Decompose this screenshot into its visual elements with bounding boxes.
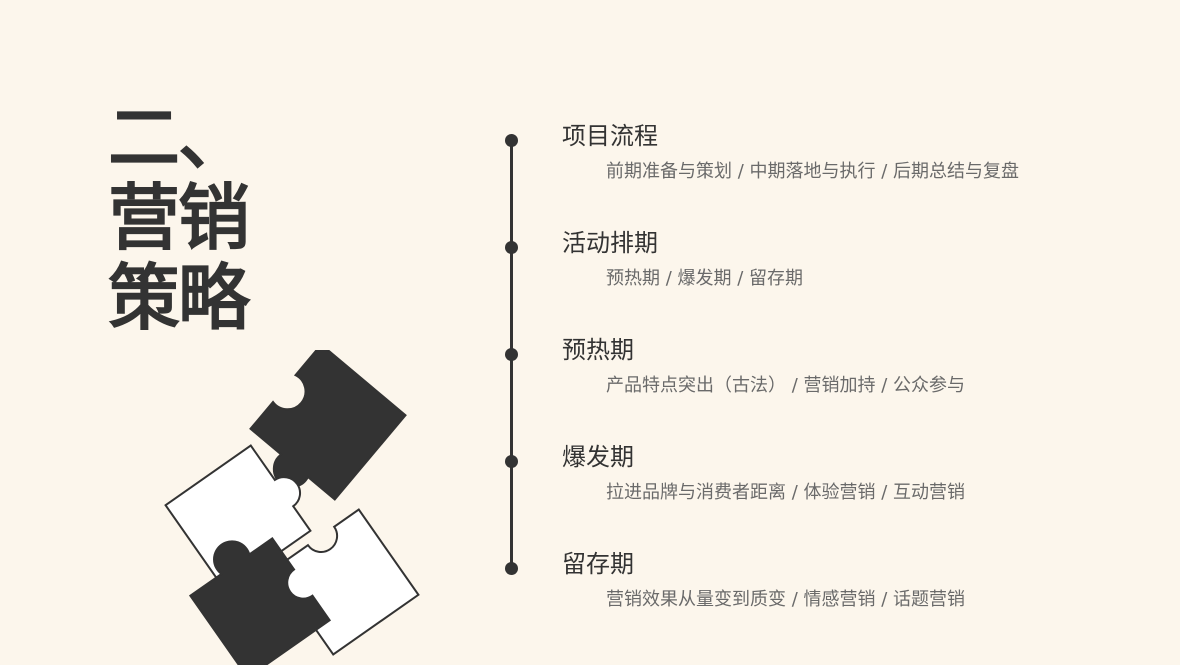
item-desc-warmup: 产品特点突出（古法） / 营销加持 / 公众参与 (606, 375, 966, 396)
timeline-dot-1 (505, 134, 518, 147)
item-title-schedule: 活动排期 (562, 229, 658, 257)
item-title-warmup: 预热期 (562, 336, 634, 364)
item-desc-burst: 拉进品牌与消费者距离 / 体验营销 / 互动营销 (606, 482, 966, 503)
timeline-dot-2 (505, 241, 518, 254)
puzzle-icon (164, 350, 420, 665)
section-heading: 二、 营销 策略 (108, 96, 250, 340)
timeline-dot-4 (505, 455, 518, 468)
item-title-project-flow: 项目流程 (562, 122, 658, 150)
item-title-burst: 爆发期 (562, 443, 634, 471)
item-desc-project-flow: 前期准备与策划 / 中期落地与执行 / 后期总结与复盘 (606, 161, 1020, 182)
heading-line-3: 策略 (108, 256, 250, 340)
timeline-dot-5 (505, 562, 518, 575)
heading-line-1: 二、 (108, 96, 250, 180)
item-title-retention: 留存期 (562, 550, 634, 578)
item-desc-retention: 营销效果从量变到质变 / 情感营销 / 话题营销 (606, 589, 966, 610)
heading-line-2: 营销 (108, 176, 250, 260)
item-desc-schedule: 预热期 / 爆发期 / 留存期 (606, 268, 804, 289)
timeline-dot-3 (505, 348, 518, 361)
